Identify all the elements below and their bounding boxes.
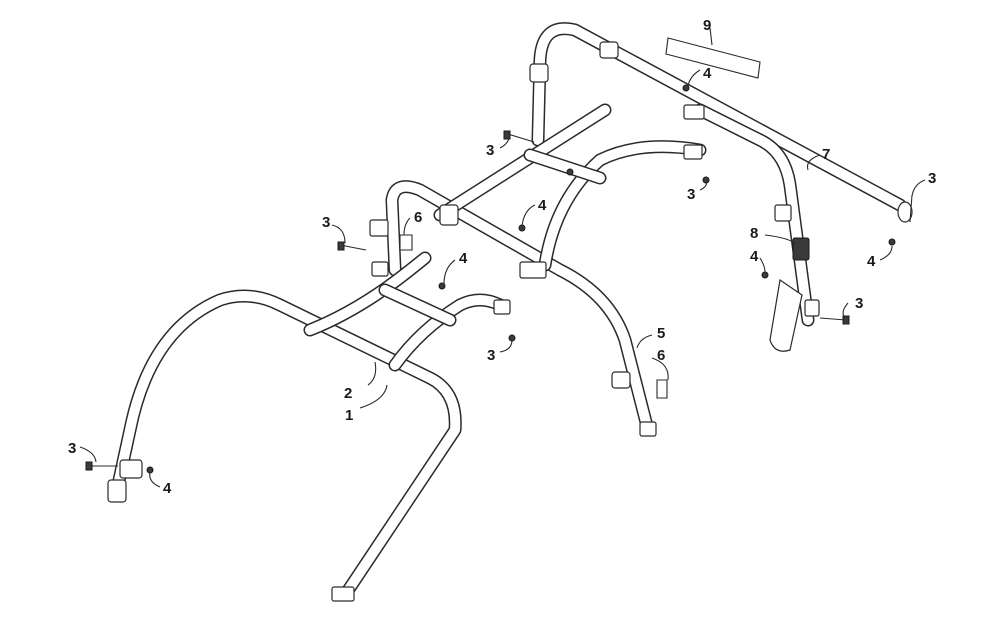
rear-upper-bar bbox=[531, 22, 913, 327]
callout-2: 2 bbox=[344, 385, 352, 402]
callout-4e: 4 bbox=[867, 253, 876, 270]
callout-3f: 3 bbox=[928, 170, 936, 187]
leader-lines bbox=[79, 27, 926, 488]
callout-3e: 3 bbox=[687, 186, 695, 203]
grip-handle bbox=[769, 237, 810, 352]
rear-mid-bar bbox=[385, 103, 707, 437]
callout-4f: 4 bbox=[750, 248, 759, 265]
front-cage-bar bbox=[111, 251, 507, 602]
callout-6b: 6 bbox=[657, 347, 665, 364]
callout-4a: 4 bbox=[163, 480, 172, 497]
callout-3c: 3 bbox=[486, 142, 494, 159]
callout-1: 1 bbox=[345, 407, 353, 424]
callout-3a: 3 bbox=[68, 440, 76, 457]
callout-4c: 4 bbox=[538, 197, 547, 214]
callout-7: 7 bbox=[822, 146, 830, 163]
clamp-brackets bbox=[107, 41, 820, 602]
callout-3g: 3 bbox=[855, 295, 863, 312]
callout-4b: 4 bbox=[459, 250, 468, 267]
callout-9: 9 bbox=[703, 17, 711, 34]
callout-8: 8 bbox=[750, 225, 758, 242]
callout-3b: 3 bbox=[322, 214, 330, 231]
decal-tags bbox=[399, 234, 668, 399]
callout-6a: 6 bbox=[414, 209, 422, 226]
callout-5: 5 bbox=[657, 325, 665, 342]
decal-strip bbox=[665, 37, 761, 79]
bolts-and-nuts bbox=[85, 84, 913, 474]
callout-3d: 3 bbox=[487, 347, 495, 364]
callout-4d: 4 bbox=[703, 65, 712, 82]
